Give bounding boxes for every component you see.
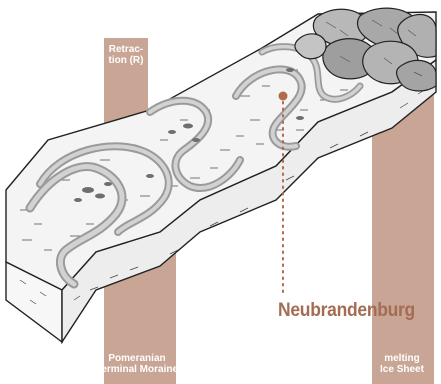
icesheet-label-line1: melting [372, 353, 432, 364]
icesheet-label-line2: Ice Sheet [372, 364, 432, 375]
pomeranian-label: Pomeranian Terminal Moraine [78, 353, 196, 375]
retraction-label-line2: tion (R) [104, 55, 148, 66]
retraction-label-line1: Retrac- [104, 44, 148, 55]
town-marker [279, 92, 288, 101]
town-label: Neubrandenburg [278, 300, 415, 322]
pomeranian-label-line2: Terminal Moraine [78, 364, 196, 375]
icesheet-label: melting Ice Sheet [372, 353, 432, 375]
pomeranian-label-line1: Pomeranian [78, 353, 196, 364]
retraction-label: Retrac- tion (R) [104, 44, 148, 66]
